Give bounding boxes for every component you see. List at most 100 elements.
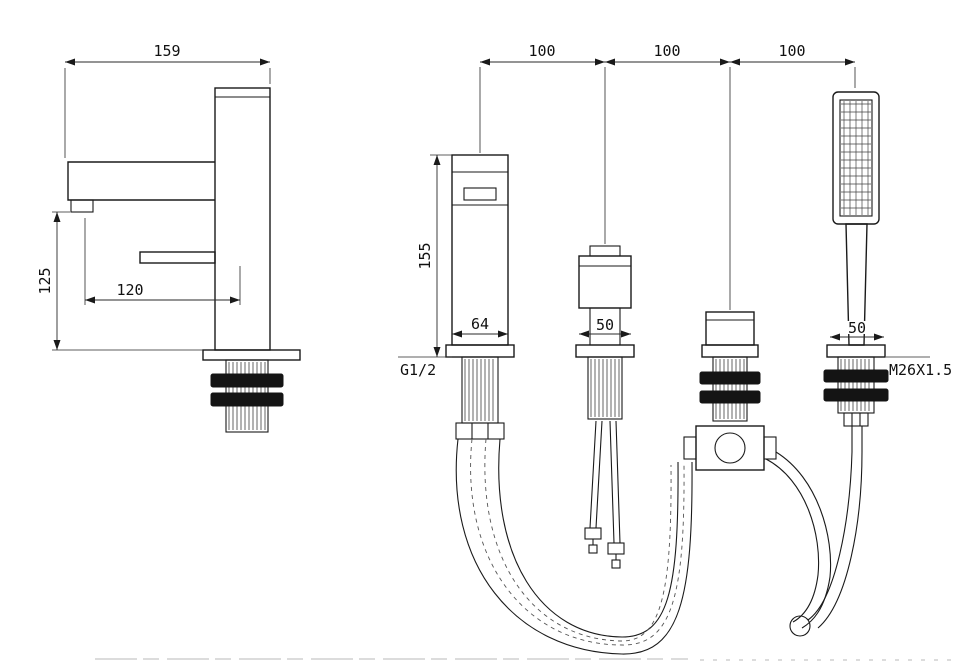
shower-hose-down-outer — [765, 458, 820, 623]
arrow-icon — [433, 347, 441, 357]
arrow-icon — [53, 212, 61, 222]
cartridge-body — [578, 255, 632, 309]
braided-hose-texture-2 — [484, 438, 672, 642]
braided-hose-texture-1 — [470, 438, 685, 646]
diverter-threaded-shank — [712, 356, 748, 422]
dimension-100-chain: 100 100 100 — [479, 42, 856, 310]
supply-hose-right-end — [611, 559, 621, 569]
dimension-159-extension-lines — [64, 68, 271, 158]
handshower-threaded-shank — [837, 356, 875, 414]
dimension-120: 120 — [84, 218, 241, 305]
braided-hose-outer-edge — [455, 438, 693, 655]
hoses — [455, 426, 863, 655]
dimension-50-cartridge: 50 — [579, 316, 631, 338]
diverter-knob-body — [705, 311, 755, 346]
handshower-holder-flange — [826, 344, 886, 358]
dimension-64-label: 64 — [471, 315, 489, 333]
cartridge-stem-top — [589, 245, 621, 257]
arrow-icon — [730, 58, 740, 66]
arrow-icon — [260, 58, 270, 66]
dimension-100-left-label: 100 — [528, 42, 555, 60]
front-view: 100 100 100 155 64 — [398, 42, 952, 655]
inlet-thread-label: G1/2 — [400, 361, 436, 379]
handshower-rubber-washer-bottom — [823, 388, 889, 402]
diverter-tee-column — [683, 311, 777, 471]
spout-deck-flange — [445, 344, 515, 358]
spout-front-detail-lines — [452, 171, 508, 206]
dimension-120-extension-lines — [84, 218, 241, 305]
handshower-thread-label: M26X1.5 — [889, 361, 952, 379]
supply-hose-right-fitting — [607, 542, 625, 555]
arrow-icon — [498, 330, 508, 338]
arrow-icon — [230, 296, 240, 304]
shower-hose-up-outer — [807, 426, 853, 621]
handshower-hose-connector — [843, 412, 869, 427]
arrow-icon — [579, 330, 589, 338]
spray-face-grid-vertical — [843, 101, 869, 215]
arrow-icon — [480, 58, 490, 66]
spout-column — [445, 154, 515, 440]
handshower-thread-hatch — [840, 359, 870, 411]
arrow-icon — [433, 155, 441, 165]
arrow-icon — [830, 333, 840, 341]
arrow-icon — [65, 58, 75, 66]
dimension-50-cartridge-label: 50 — [596, 316, 614, 334]
arrow-icon — [874, 333, 884, 341]
shower-hose-loop-ring — [789, 615, 811, 637]
supply-hose-left-end — [588, 544, 598, 554]
arrow-icon — [720, 58, 730, 66]
dimension-50-handshower-label: 50 — [848, 319, 866, 337]
dimension-155: 155 — [416, 154, 452, 357]
side-spout-arm — [67, 161, 215, 201]
supply-hose-left — [589, 420, 603, 529]
handshower-thread-callout: M26X1.5 — [886, 356, 952, 379]
shower-hose-up-inner — [817, 426, 863, 629]
arrow-icon — [595, 58, 605, 66]
handshower-rubber-washer-top — [823, 369, 889, 383]
hand-shower-column — [823, 91, 889, 427]
side-handle-lever — [139, 251, 216, 264]
handshower-spray-face — [839, 99, 873, 217]
dimension-100-right-label: 100 — [778, 42, 805, 60]
arrow-icon — [53, 340, 61, 350]
arrow-icon — [605, 58, 615, 66]
side-spout-aerator — [70, 199, 94, 213]
diverter-rubber-washer-top — [699, 371, 761, 385]
arrow-icon — [621, 330, 631, 338]
tee-right-port — [763, 436, 777, 460]
dimension-100-extension-lines — [479, 67, 856, 310]
dimension-64: 64 — [452, 315, 508, 338]
dimension-50-handshower: 50 — [830, 319, 884, 341]
dimension-159: 159 — [64, 42, 271, 158]
inlet-thread-callout: G1/2 — [398, 356, 452, 379]
diverter-deck-flange — [701, 344, 759, 358]
dimension-125: 125 — [36, 211, 203, 351]
arrow-icon — [452, 330, 462, 338]
cartridge-deck-flange — [575, 344, 635, 358]
cartridge-threaded-shank — [587, 356, 623, 420]
side-view: 159 125 120 — [36, 42, 301, 433]
tee-left-port — [683, 436, 697, 460]
spout-nut-facets — [471, 423, 489, 439]
side-rubber-washer-bottom — [210, 392, 284, 407]
tee-center-boss — [714, 432, 746, 464]
dimension-155-label: 155 — [416, 242, 434, 269]
side-body — [214, 87, 271, 351]
side-rubber-washer-top — [210, 373, 284, 388]
dimension-159-label: 159 — [153, 42, 180, 60]
spout-mounting-nut — [455, 422, 505, 440]
supply-hose-right — [609, 420, 621, 544]
shower-hose-down-inner — [775, 451, 832, 629]
dimension-100-middle-label: 100 — [653, 42, 680, 60]
valve-cartridge-column — [575, 245, 635, 569]
dimension-50-handshower-text-gap — [845, 321, 869, 334]
spout-threaded-shank — [461, 356, 499, 424]
supply-hose-left-fitting — [584, 527, 602, 540]
side-deck-flange — [202, 349, 301, 361]
dimension-125-extension-lines — [52, 211, 203, 351]
dimension-125-label: 125 — [36, 267, 54, 294]
dimension-120-label: 120 — [116, 281, 143, 299]
arrow-icon — [845, 58, 855, 66]
